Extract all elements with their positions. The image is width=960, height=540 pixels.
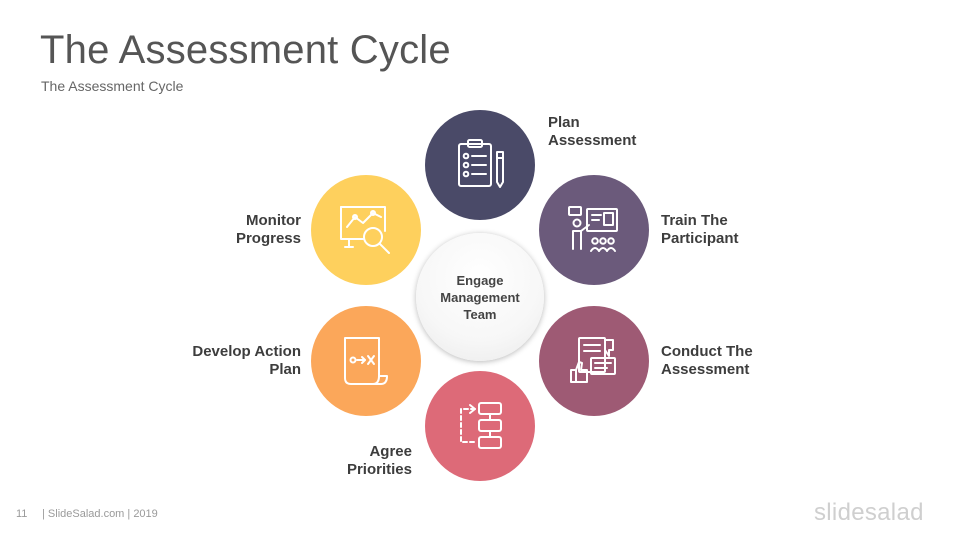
step-develop-action-plan-circle [311, 306, 421, 416]
step-train-participant-label: Train The Participant [661, 212, 739, 247]
survey-feedback-icon [570, 337, 616, 383]
page-title: The Assessment Cycle [40, 28, 451, 72]
step-train-participant-circle [539, 175, 649, 285]
action-plan-scroll-icon [344, 337, 388, 385]
page-subtitle: The Assessment Cycle [41, 78, 184, 94]
step-conduct-assessment-label: Conduct The Assessment [661, 343, 753, 378]
footer-text: | SlideSalad.com | 2019 [42, 508, 158, 520]
center-circle: Engage Management Team [416, 233, 544, 361]
step-monitor-progress-label: Monitor Progress [235, 212, 301, 247]
clipboard-checklist-icon [458, 139, 504, 188]
step-monitor-progress-circle [311, 175, 421, 285]
step-conduct-assessment-circle [539, 306, 649, 416]
page-number: 11 [16, 508, 28, 520]
chart-magnifier-icon [340, 206, 390, 254]
brand-logo: slidesalad [814, 499, 924, 526]
step-agree-priorities-label: Agree Priorities [346, 443, 412, 478]
center-label: Engage Management Team [440, 272, 520, 322]
step-develop-action-plan-label: Develop Action Plan [192, 343, 301, 378]
step-plan-assessment-label: Plan Assessment [548, 114, 637, 149]
step-plan-assessment-circle [425, 110, 535, 220]
step-agree-priorities-circle [425, 371, 535, 481]
presentation-board-icon [568, 206, 618, 252]
process-flow-icon [460, 402, 502, 449]
